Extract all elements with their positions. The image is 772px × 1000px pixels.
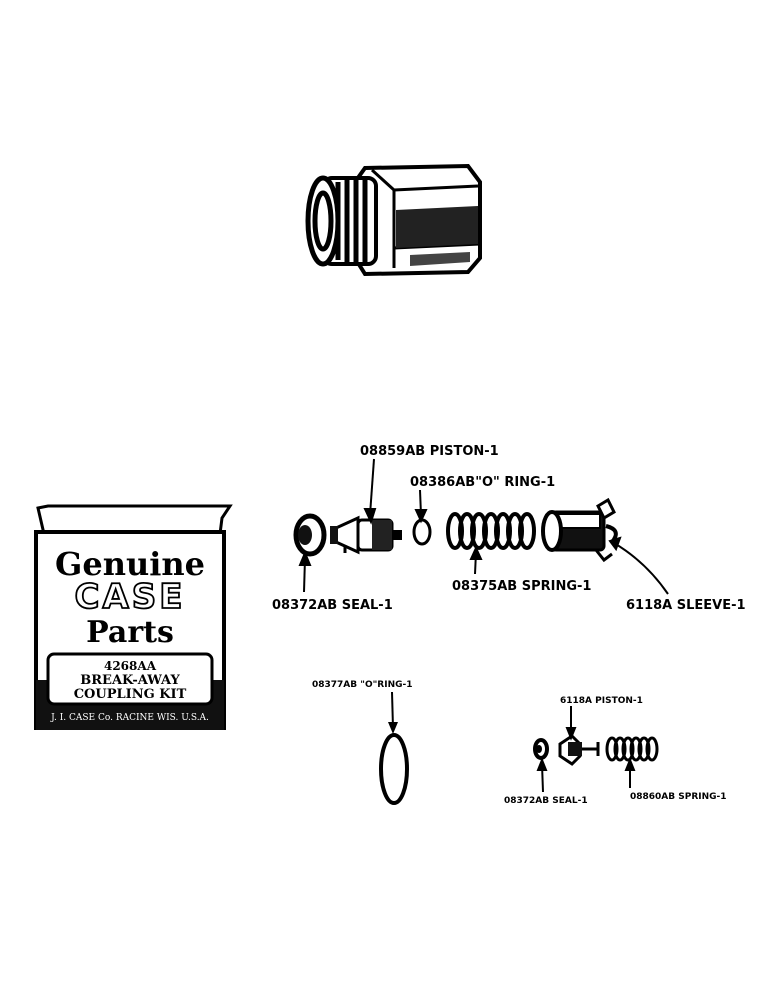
small-coil-spring-icon [605,736,659,762]
box-kit-name-1: BREAK-AWAY [80,673,180,688]
large-o-ring-icon [379,733,409,805]
box-case-text: CASE [75,577,186,617]
label-piston-1: 08859AB PISTON-1 [360,444,499,459]
label-sleeve-1: 6118A SLEEVE-1 [626,598,746,613]
small-seal-icon [533,738,549,760]
label-spring-2: 08860AB SPRING-1 [630,792,727,802]
box-maker-text: J. I. CASE Co. RACINE WIS. U.S.A. [50,713,209,723]
o-ring-icon [412,518,432,546]
hex-coupling-fitting-icon [305,163,482,277]
piston-icon [330,515,402,555]
box-genuine-text: Genuine [55,545,205,583]
seal-ring-icon [293,513,327,557]
label-spring-1: 08375AB SPRING-1 [452,579,591,594]
box-parts-text: Parts [86,615,174,650]
label-o-ring-2: 08377AB "O"RING-1 [312,680,413,690]
box-kit-name-2: COUPLING KIT [74,687,187,702]
kit-box: Genuine CASE Parts 4268AA BREAK-AWAY COU… [34,504,233,730]
label-o-ring-1: 08386AB"O" RING-1 [410,475,555,490]
sleeve-icon [541,497,618,563]
coil-spring-icon [446,512,536,550]
label-seal-1: 08372AB SEAL-1 [272,598,393,613]
upper-leader-lines [298,458,669,595]
lower-leader-lines [536,706,636,793]
box-kit-number: 4268AA [104,659,157,673]
small-piston-icon [558,734,600,766]
label-piston-2: 6118A PISTON-1 [560,696,643,706]
label-seal-2: 08372AB SEAL-1 [504,796,588,806]
